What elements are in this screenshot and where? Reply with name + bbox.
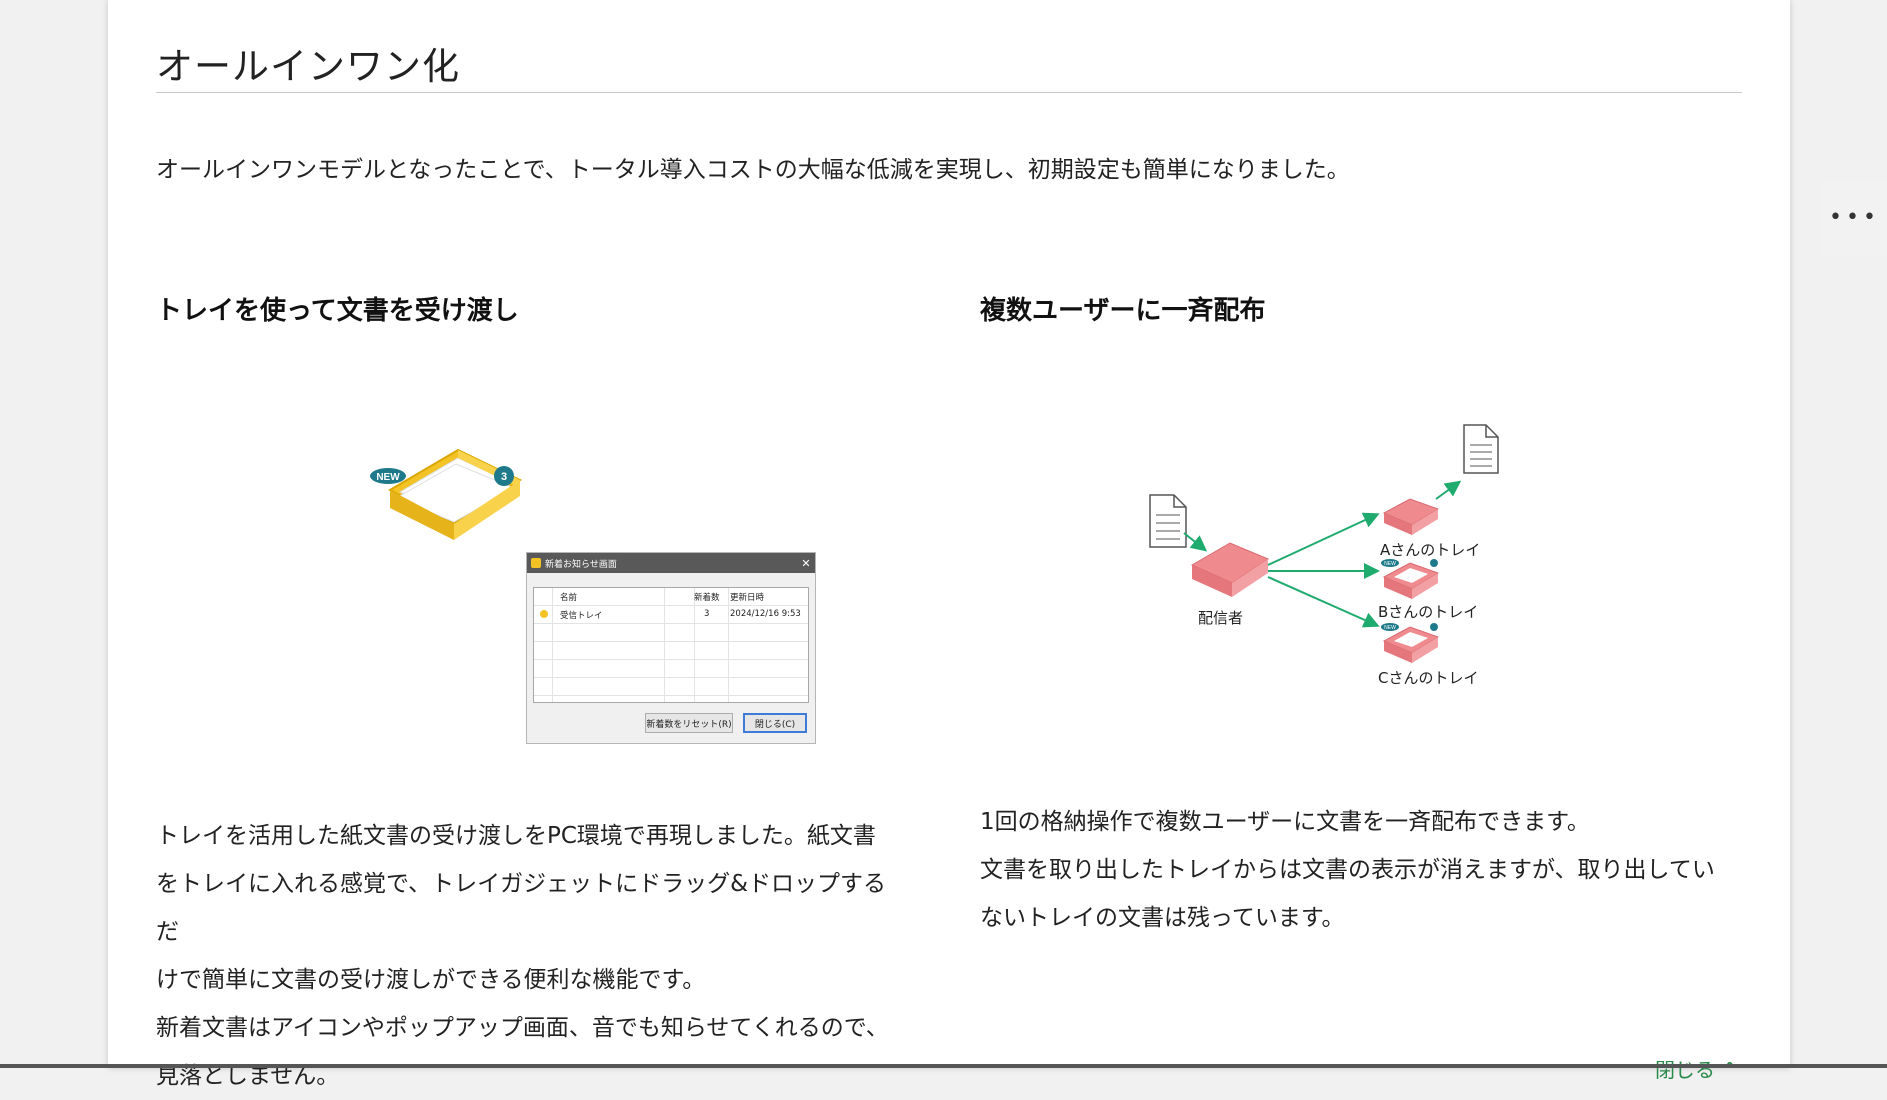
feature-tray: トレイを使って文書を受け渡し NEW 3 新着お知らせ画面 ✕	[156, 290, 918, 1089]
row-name: 受信トレイ	[560, 611, 603, 621]
tray-icon	[540, 610, 548, 618]
column-header-name[interactable]: 名前	[560, 593, 578, 603]
row-count: 3	[704, 609, 710, 619]
bottom-edge	[0, 1064, 1887, 1068]
tray-b-icon: NEW	[1381, 559, 1440, 599]
feature-distribution-heading: 複数ユーザーに一斉配布	[980, 296, 1266, 326]
tray-c-icon: NEW	[1381, 623, 1440, 663]
document-icon	[1463, 424, 1499, 474]
dialog-title: 新着お知らせ画面	[545, 559, 617, 570]
tray-a-label: Aさんのトレイ	[1380, 541, 1481, 559]
tray-list: 名前 新着数 更新日時 受信トレイ 3 2024/12/16 9:53	[533, 587, 809, 703]
description-line: ないトレイの文書は残っています。	[980, 905, 1345, 931]
yellow-tray-illustration: NEW 3	[370, 448, 523, 540]
close-icon[interactable]: ✕	[801, 556, 811, 570]
content-page: オールインワン化 オールインワンモデルとなったことで、トータル導入コストの大幅な…	[108, 0, 1790, 1089]
list-item-empty	[534, 624, 808, 642]
title-divider	[156, 92, 1742, 93]
description-line: 新着文書はアイコンやポップアップ画面、音でも知らせてくれるので、	[156, 1015, 889, 1041]
dialog-titlebar: 新着お知らせ画面 ✕	[527, 553, 815, 573]
svg-text:NEW: NEW	[376, 472, 400, 483]
feature-distribution-description: 1回の格納操作で複数ユーザーに文書を一斉配布できます。 文書を取り出したトレイか…	[980, 798, 1742, 942]
column-header-date[interactable]: 更新日時	[730, 593, 765, 603]
new-badge: NEW	[370, 468, 406, 484]
description-line: をトレイに入れる感覚で、トレイガジェットにドラッグ&ドロップするだ	[156, 871, 887, 945]
row-date: 2024/12/16 9:53	[730, 609, 801, 619]
description-line: 文書を取り出したトレイからは文書の表示が消えますが、取り出してい	[980, 857, 1715, 883]
tray-b-label: Bさんのトレイ	[1378, 603, 1479, 621]
app-icon	[531, 558, 541, 568]
list-item-empty	[534, 678, 808, 696]
feature-tray-heading: トレイを使って文書を受け渡し	[156, 296, 519, 326]
new-arrival-dialog: 新着お知らせ画面 ✕ 名前 新着数 更新日時 受信トレイ 3 2024/12/1…	[526, 552, 816, 744]
column-header-count[interactable]: 新着数	[694, 593, 720, 603]
list-item-empty	[534, 642, 808, 660]
distribution-diagram: NEW NEW 配信者 Aさんのトレイ Bさんのトレイ Cさんのトレイ	[1140, 415, 1560, 715]
close-button[interactable]: 閉じる(C)	[743, 713, 807, 733]
footer-link[interactable]: 閉じる ^	[1655, 1058, 1739, 1082]
feature-distribution: 複数ユーザーに一斉配布	[980, 290, 1742, 931]
list-item[interactable]: 受信トレイ 3 2024/12/16 9:53	[534, 606, 808, 624]
section-intro: オールインワンモデルとなったことで、トータル導入コストの大幅な低減を実現し、初期…	[156, 157, 1350, 183]
description-line: 1回の格納操作で複数ユーザーに文書を一斉配布できます。	[980, 809, 1590, 835]
svg-text:3: 3	[501, 471, 507, 483]
sender-tray-icon	[1190, 542, 1270, 597]
list-item-empty	[534, 660, 808, 678]
description-line: 見落としません。	[156, 1063, 340, 1089]
more-options-button[interactable]: •••	[1822, 180, 1887, 255]
reset-count-button[interactable]: 新着数をリセット(R)	[645, 713, 733, 733]
feature-tray-description: トレイを活用した紙文書の受け渡しをPC環境で再現しました。紙文書 をトレイに入れ…	[156, 812, 908, 1100]
tray-a-icon	[1382, 498, 1440, 535]
list-header: 名前 新着数 更新日時	[534, 588, 808, 606]
sender-label: 配信者	[1198, 609, 1244, 627]
description-line: けで簡単に文書の受け渡しができる便利な機能です。	[156, 967, 706, 993]
svg-text:NEW: NEW	[1384, 561, 1396, 567]
tray-c-label: Cさんのトレイ	[1378, 669, 1479, 687]
svg-text:NEW: NEW	[1384, 625, 1396, 631]
section-title: オールインワン化	[156, 45, 460, 88]
count-badge: 3	[494, 466, 514, 486]
description-line: トレイを活用した紙文書の受け渡しをPC環境で再現しました。紙文書	[156, 823, 876, 849]
document-icon	[1149, 494, 1187, 548]
